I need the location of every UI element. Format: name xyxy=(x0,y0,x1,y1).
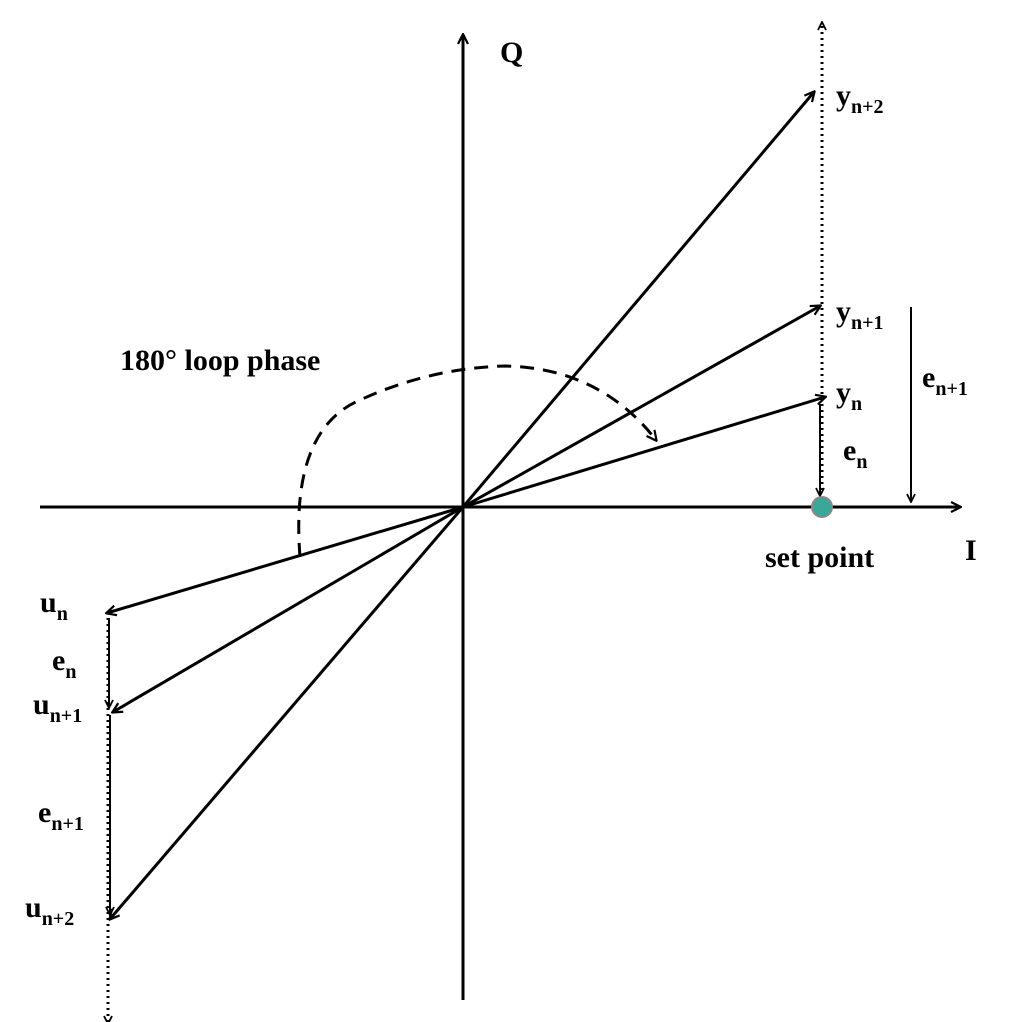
y-n-vector xyxy=(462,397,825,509)
error-en1-left-label: en+1 xyxy=(38,796,84,835)
y-n1-label: yn+1 xyxy=(836,295,884,334)
setpoint-label: set point xyxy=(765,541,874,574)
u-n2-label: un+2 xyxy=(25,891,74,930)
loop-phase-label: 180° loop phase xyxy=(120,344,320,377)
u-n-label: un xyxy=(40,586,68,625)
u-n1-label: un+1 xyxy=(33,688,82,727)
setpoint-marker xyxy=(811,496,833,518)
u-n1-vector xyxy=(113,505,464,712)
y-n1-vector xyxy=(462,306,820,509)
error-en-left-label: en xyxy=(52,644,76,683)
error-en-right-label: en xyxy=(843,434,867,473)
y-n2-vector xyxy=(461,92,814,508)
u-n-vector xyxy=(107,505,464,613)
y-n-label: yn xyxy=(836,376,862,415)
y-n2-label: yn+2 xyxy=(836,79,884,118)
i-axis-label: I xyxy=(965,534,977,567)
q-axis-label: Q xyxy=(500,36,523,69)
loop-phase-arc xyxy=(297,364,656,558)
error-en1-right-label: en+1 xyxy=(922,361,968,400)
u-n2-vector xyxy=(110,506,465,919)
